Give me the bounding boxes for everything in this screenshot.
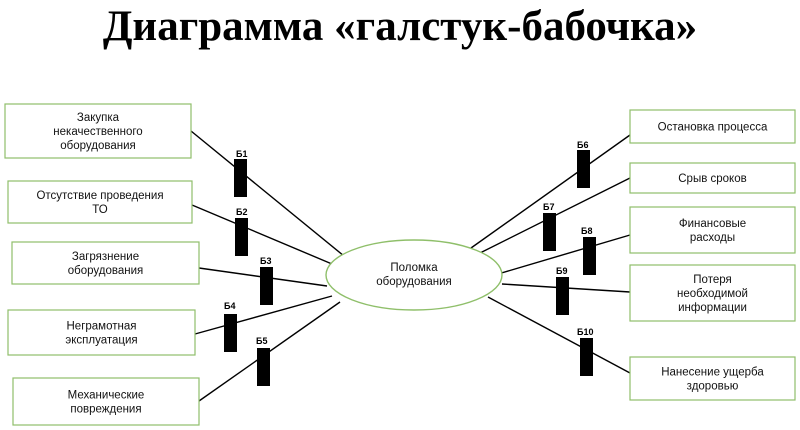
cause-box-frame [7,309,196,356]
consequence-box: Нанесение ущерба здоровью [629,356,796,401]
barrier-bar [580,338,593,376]
cause-box-frame [7,180,193,224]
barrier-bar [234,159,247,197]
consequence-box-label: здоровью [687,381,739,393]
consequence-box-frame [629,162,796,194]
cause-connector-line [191,204,333,265]
consequence-connector-line [497,234,631,275]
consequence-box-label: Финансовые [679,218,746,230]
barrier: Б2 [235,207,248,256]
consequence-box-frame [629,356,796,401]
consequence-connector-line [487,296,631,374]
consequence-box: Срыв сроков [629,162,796,194]
consequence-box-frame [629,109,796,144]
cause-box-label: эксплуатация [65,335,137,347]
consequence-box-frame [629,264,796,322]
barrier: Б3 [260,256,273,305]
consequence-box-label: информации [678,302,747,314]
barrier-bar [235,218,248,256]
barrier-label: Б2 [236,207,247,217]
barrier: Б9 [556,266,569,315]
cause-box: Закупка некачественного оборудования [4,103,192,159]
cause-box: Механические повреждения [12,377,200,426]
cause-box: Неграмотная эксплуатация [7,309,196,356]
barrier-label: Б5 [256,336,267,346]
cause-box-frame [12,377,200,426]
center-event-ellipse [325,239,503,311]
center-event: Поломка оборудования [325,239,503,311]
cause-box-label: Загрязнение [72,251,139,263]
center-event-label: оборудования [376,276,452,288]
barrier-label: Б1 [236,149,247,159]
cause-connector-line [194,295,333,335]
cause-box-label: Отсутствие проведения [36,190,163,202]
barrier-label: Б8 [581,226,592,236]
barrier-label: Б3 [260,256,271,266]
consequence-box-label: расходы [690,232,735,244]
barrier-bar [556,277,569,315]
barrier: Б1 [234,149,247,197]
barrier: Б4 [224,301,237,352]
cause-box-label: некачественного [53,126,142,138]
barrier-bar [257,348,270,386]
consequence-box-label: Нанесение ущерба [661,367,764,379]
consequence-box-label: необходимой [677,288,748,300]
barrier-label: Б9 [556,266,567,276]
diagram-title: Диаграмма «галстук-бабочка» [102,3,698,50]
cause-box-label: Закупка [77,112,120,124]
barrier-bar [260,267,273,305]
barrier-label: Б4 [224,301,235,311]
barrier: Б10 [577,327,593,376]
barrier-bar [577,150,590,188]
consequence-box: Потеря необходимой информации [629,264,796,322]
barrier: Б7 [543,202,556,251]
cause-box-label: оборудования [60,140,136,152]
center-event-label: Поломка [390,262,438,274]
barrier-bar [224,314,237,352]
barrier: Б6 [577,140,590,188]
cause-box-label: оборудования [68,265,144,277]
barrier-label: Б7 [543,202,554,212]
consequence-connector-line [470,134,631,249]
consequence-box-frame [629,206,796,254]
barrier-bar [543,213,556,251]
barrier-label: Б10 [577,327,593,337]
cause-box: Загрязнение оборудования [11,241,200,285]
cause-box-frame [11,241,200,285]
barrier: Б5 [256,336,270,386]
consequence-box: Остановка процесса [629,109,796,144]
consequence-box-label: Срыв сроков [678,173,746,185]
cause-box-frame [4,103,192,159]
consequence-box: Финансовые расходы [629,206,796,254]
cause-box-label: Неграмотная [67,321,137,333]
consequence-box-label: Потеря [693,274,731,286]
cause-box-label: ТО [92,204,108,216]
barrier-label: Б6 [577,140,588,150]
barrier-bar [583,237,596,275]
barrier: Б8 [581,226,596,275]
cause-box-label: повреждения [70,404,141,416]
consequence-box-label: Остановка процесса [658,122,768,134]
cause-box-label: Механические [68,390,145,402]
cause-connector-line [190,130,345,257]
